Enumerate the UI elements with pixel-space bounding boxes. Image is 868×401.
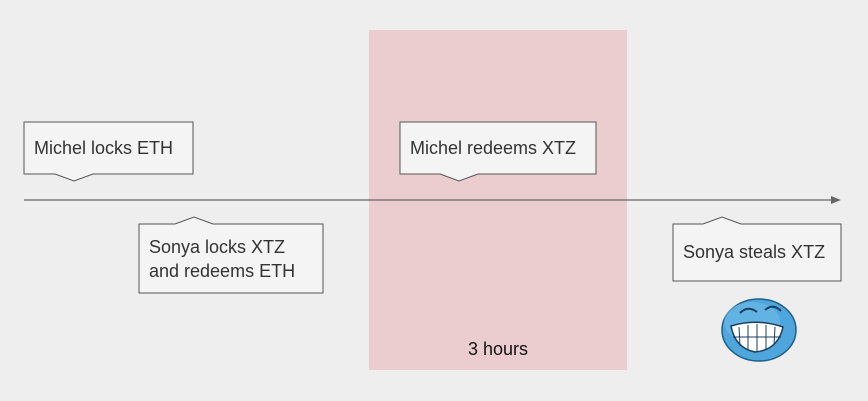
michel-locks-label: Michel locks ETH: [34, 138, 174, 158]
laughing-troll-face-icon: [721, 298, 797, 362]
callout-michel-redeems: [399, 121, 597, 182]
sonya-locks-label-line2: and redeems ETH: [149, 261, 296, 281]
window-label: 3 hours: [467, 339, 529, 359]
callout-sonya-steals: [672, 216, 842, 282]
callout-michel-locks: [23, 121, 194, 182]
sonya-locks-label-line1: Sonya locks XTZ: [149, 237, 286, 257]
timeline-axis: [24, 196, 841, 204]
axis-arrowhead: [831, 196, 841, 204]
callout-sonya-locks: [138, 216, 324, 294]
sonya-steals-label: Sonya steals XTZ: [683, 242, 826, 262]
michel-redeems-label: Michel redeems XTZ: [410, 138, 577, 158]
